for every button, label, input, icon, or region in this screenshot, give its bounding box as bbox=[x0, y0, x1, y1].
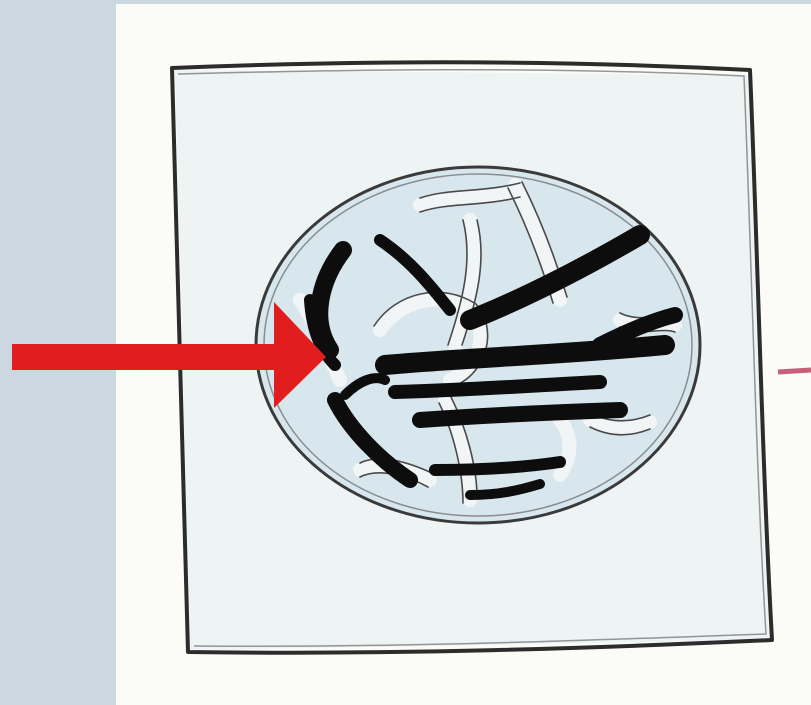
arrow-shaft bbox=[12, 344, 280, 370]
edge-mark-right bbox=[778, 370, 811, 372]
